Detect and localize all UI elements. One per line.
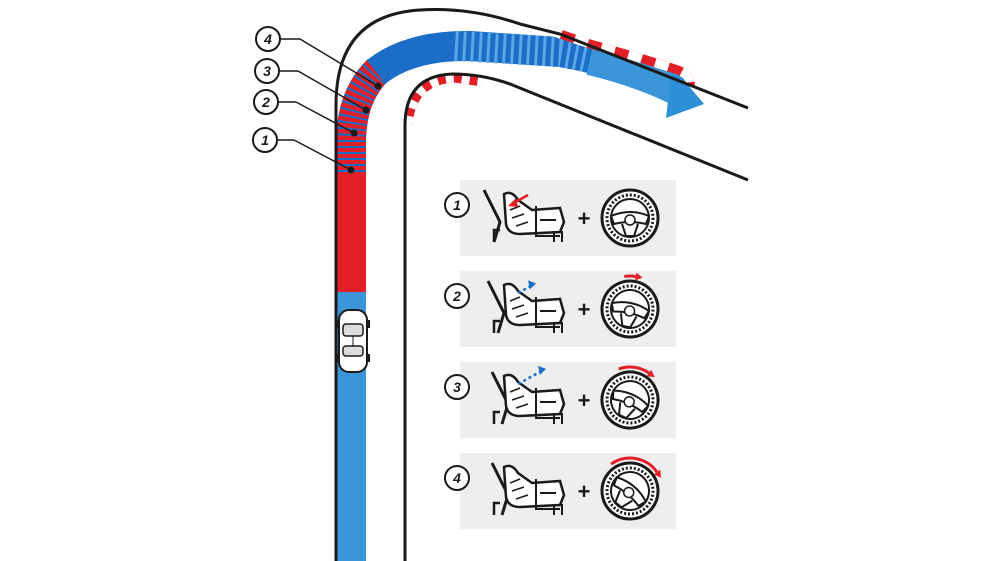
marker-2: 2: [253, 89, 358, 137]
curbs: [403, 25, 695, 125]
car-icon: [336, 309, 370, 373]
marker-label: 4: [263, 31, 272, 47]
step-number-badge: [444, 465, 470, 491]
steering-wheel-icon: [600, 461, 660, 521]
steering-wheel-icon: [600, 370, 660, 430]
marker-label: 2: [261, 94, 270, 110]
plus-icon: +: [578, 297, 591, 322]
steering-arrow-icon: [618, 365, 650, 375]
track-inner-edge: [403, 72, 749, 561]
marker-4: 4: [255, 26, 382, 90]
plus-icon: +: [578, 388, 591, 413]
marker-label: 1: [261, 132, 269, 148]
step-3: 3+: [444, 362, 676, 438]
pedal-arrow-icon: [517, 285, 531, 295]
step-number-badge: [444, 283, 470, 309]
track-markers: 4 3 2 1: [252, 26, 382, 174]
foot-pedal-icon: [490, 371, 566, 425]
track-outer-edge: [334, 8, 749, 561]
step-number-badge: [444, 374, 470, 400]
step-4: 4+: [444, 453, 676, 529]
pedal-arrow-icon: [517, 370, 541, 386]
foot-pedal-icon: [482, 189, 566, 243]
plus-icon: +: [578, 479, 591, 504]
track-edges: [334, 8, 749, 561]
foot-pedal-icon: [490, 462, 566, 516]
step-number: 4: [452, 470, 461, 486]
foot-pedal-icon: [486, 280, 566, 334]
step-1: 1+: [444, 180, 676, 256]
step-number: 3: [453, 379, 461, 395]
steering-wheel-icon: [600, 188, 660, 248]
technique-steps: 1+2+3+4+: [444, 180, 676, 529]
marker-1: 1: [252, 127, 355, 174]
marker-3: 3: [254, 58, 370, 114]
steering-wheel-icon: [600, 279, 660, 339]
step-number-badge: [444, 192, 470, 218]
step-number: 1: [453, 197, 461, 213]
step-number: 2: [452, 288, 461, 304]
step-2: 2+: [444, 271, 676, 347]
plus-icon: +: [578, 206, 591, 231]
inner-curb: [403, 73, 483, 125]
steering-arrow-icon: [610, 456, 659, 474]
marker-label: 3: [263, 63, 271, 79]
